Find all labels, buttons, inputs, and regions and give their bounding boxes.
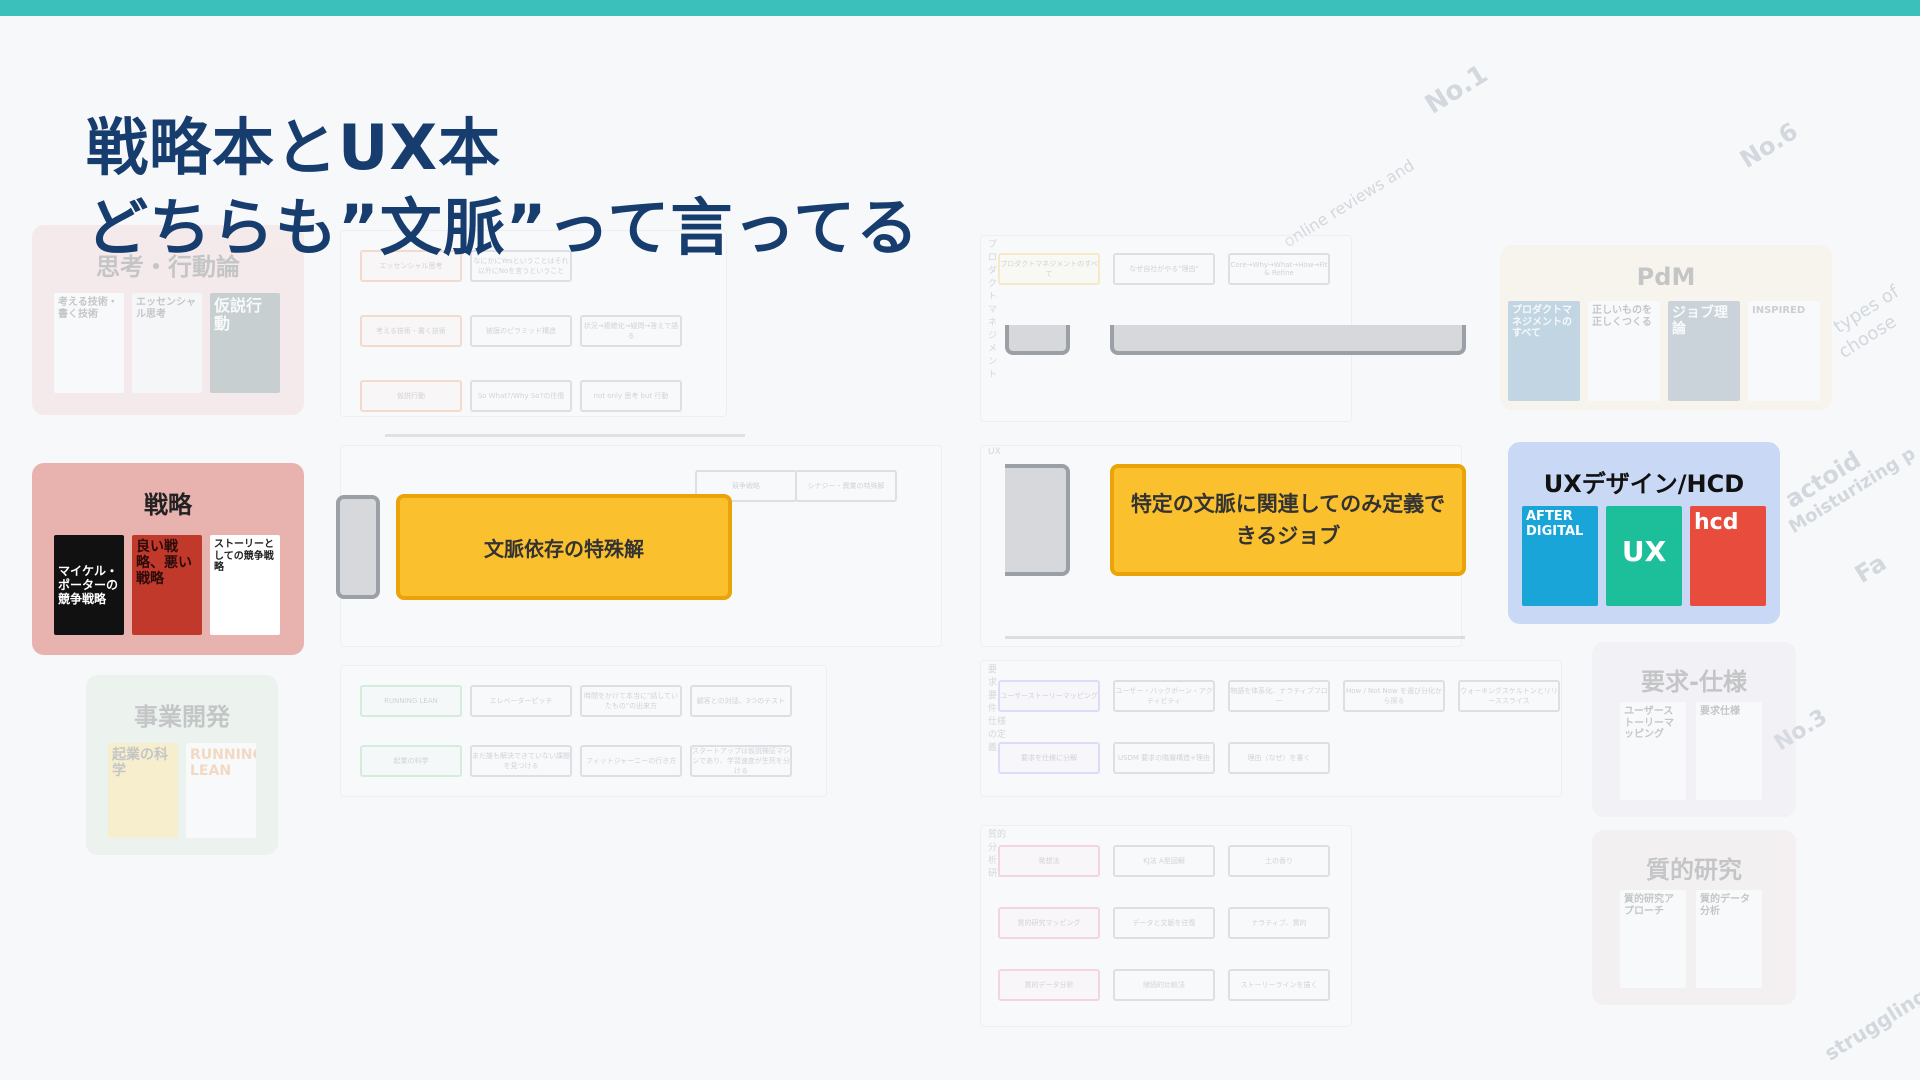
sticky-note: not only 思考 but 行動 <box>580 380 682 412</box>
sticky-note: 発想法 <box>998 845 1100 877</box>
sticky-note: 仮説行動 <box>360 380 462 412</box>
book-cover: AFTER DIGITAL <box>1522 506 1598 606</box>
sticky-note: ウォーキングスケルトンとリリーススライス <box>1458 680 1560 712</box>
sticky-note: 状況→複雑化→疑問→答えで語る <box>580 315 682 347</box>
card-qualitative-research: 質的研究 質的研究アプローチ 質的データ分析 <box>1592 830 1796 1005</box>
book-cover: エッセンシャル思考 <box>132 293 202 393</box>
sticky-note: 時間をかけて本当に"話していたもの"の出来方 <box>580 685 682 717</box>
divider-line <box>1005 636 1465 639</box>
card-title: 質的研究 <box>1646 856 1742 884</box>
watermark-text: No.6 <box>1735 116 1803 174</box>
book-cover: 質的データ分析 <box>1696 890 1762 988</box>
sticky-note: データと文脈を往復 <box>1113 907 1215 939</box>
sticky-note: エレベーターピッチ <box>470 685 572 717</box>
book-cover: 要求仕様 <box>1696 702 1762 800</box>
book-cover: 良い戦略、悪い戦略 <box>132 535 202 635</box>
sticky-note: なにかにYesということはそれ以外にNoを言うということ <box>470 250 572 282</box>
sticky-note: How / Not Now を選び分化から探る <box>1343 680 1445 712</box>
connector-shape <box>1005 325 1070 355</box>
book-cover: hcd <box>1690 506 1766 606</box>
sticky-note: スタートアップは仮説検証マシンであり、学習速度が生死を分ける <box>690 745 792 777</box>
card-title: 要求-仕様 <box>1641 668 1747 696</box>
sticky-note: ユーザー・バックボーン・アクティビティ <box>1113 680 1215 712</box>
panel-label: 質的分析・研究 <box>988 830 1007 879</box>
sticky-note: 質的データ分析 <box>998 969 1100 1001</box>
card-title: 戦略 <box>144 491 192 519</box>
card-ux-hcd: UXデザイン/HCD AFTER DIGITAL UX hcd <box>1508 442 1780 624</box>
board-panel <box>980 660 1562 797</box>
book-cover: ジョブ理論 <box>1668 301 1740 401</box>
sticky-note: ナラティブ、質的 <box>1228 907 1330 939</box>
divider-line <box>385 434 745 437</box>
card-requirements: 要求-仕様 ユーザーストーリーマッピング 要求仕様 <box>1592 642 1796 817</box>
sticky-note: エッセンシャル思考 <box>360 250 462 282</box>
book-cover: ストーリーとしての競争戦略 <box>210 535 280 635</box>
card-title: 事業開発 <box>134 703 230 731</box>
card-bizdev: 事業開発 起業の科学 RUNNING LEAN <box>86 675 278 855</box>
card-pdm: PdM プロダクトマネジメントのすべて 正しいものを正しくつくる ジョブ理論 I… <box>1500 245 1832 410</box>
highlight-context-job: 特定の文脈に関連してのみ定義できるジョブ <box>1110 464 1466 576</box>
sticky-note: 起業の科学 <box>360 745 462 777</box>
sticky-note: 要求を仕様に分解 <box>998 742 1100 774</box>
card-thinking: 思考・行動論 考える技術・書く技術 エッセンシャル思考 仮説行動 <box>32 225 304 415</box>
sticky-note: シナジー・異業の特殊解 <box>795 470 897 502</box>
book-cover: UX <box>1606 506 1682 606</box>
card-title: PdM <box>1636 263 1696 291</box>
sticky-note: Core→Why→What→How→Fit & Refine <box>1228 253 1330 285</box>
book-cover: 質的研究アプローチ <box>1620 890 1686 988</box>
highlight-text: 特定の文脈に関連してのみ定義できるジョブ <box>1130 492 1446 548</box>
watermark-text: No.1 <box>1420 59 1494 121</box>
card-title: 思考・行動論 <box>96 253 240 281</box>
top-accent-bar <box>0 0 1920 16</box>
connector-shape <box>1110 325 1466 355</box>
sticky-note: 考える技術・書く技術 <box>360 315 462 347</box>
panel-label: プロダクトマネジメント <box>988 240 998 380</box>
board-panel <box>980 825 1352 1027</box>
sticky-note: ユーザーストーリーマッピング <box>998 680 1100 712</box>
sticky-note: 被膜のピラミッド構造 <box>470 315 572 347</box>
sticky-note: 物語を体系化、ナラティブフロー <box>1228 680 1330 712</box>
book-cover: 仮説行動 <box>210 293 280 393</box>
highlight-text: 文脈依存の特殊解 <box>484 536 644 561</box>
panel-label: UX <box>988 447 1001 457</box>
sticky-note: 顧客との対話、3つのテスト <box>690 685 792 717</box>
book-cover: 正しいものを正しくつくる <box>1588 301 1660 401</box>
title-line-1: 戦略本とUX本 <box>86 111 502 184</box>
sticky-note: 土の香り <box>1228 845 1330 877</box>
board-panel <box>340 665 827 797</box>
sticky-note: USDM 要求の階層構造+理由 <box>1113 742 1215 774</box>
sticky-note: 質的研究マッピング <box>998 907 1100 939</box>
board-panel <box>340 230 727 417</box>
panel-label: 要求・要件・仕様の定義 <box>988 665 1007 753</box>
sticky-note: フィットジャーニーの行き方 <box>580 745 682 777</box>
book-cover: 考える技術・書く技術 <box>54 293 124 393</box>
sticky-note: プロダクトマネジメントのすべて <box>998 253 1100 285</box>
sticky-note: KJ法 A型図解 <box>1113 845 1215 877</box>
sticky-note: 理由（なぜ）を書く <box>1228 742 1330 774</box>
book-cover: ユーザーストーリーマッピング <box>1620 702 1686 800</box>
book-cover: マイケル・ポーターの競争戦略 <box>54 535 124 635</box>
connector-shape <box>1005 464 1070 576</box>
book-cover: プロダクトマネジメントのすべて <box>1508 301 1580 401</box>
title-line-2: どちらも”文脈”って言ってる <box>86 191 920 264</box>
card-title: UXデザイン/HCD <box>1543 470 1745 498</box>
book-cover: 起業の科学 <box>108 743 178 838</box>
highlight-context-specific-solution: 文脈依存の特殊解 <box>396 494 732 600</box>
sticky-note: RUNNING LEAN <box>360 685 462 717</box>
sticky-note: ストーリーラインを描く <box>1228 969 1330 1001</box>
sticky-note: なぜ自社がやる"理由" <box>1113 253 1215 285</box>
page-title: 戦略本とUX本 どちらも”文脈”って言ってる <box>86 108 919 268</box>
book-cover: INSPIRED <box>1748 301 1820 401</box>
sticky-note: 継続的比較法 <box>1113 969 1215 1001</box>
sticky-note: So What?/Why So?の往復 <box>470 380 572 412</box>
connector-shape <box>336 495 380 599</box>
watermark-text: Fa <box>1850 548 1892 589</box>
card-strategy: 戦略 マイケル・ポーターの競争戦略 良い戦略、悪い戦略 ストーリーとしての競争戦… <box>32 463 304 655</box>
sticky-note: まだ誰も解決できていない課題を見つける <box>470 745 572 777</box>
book-cover: RUNNING LEAN <box>186 743 256 838</box>
watermark-text: struggling <box>1820 983 1920 1066</box>
